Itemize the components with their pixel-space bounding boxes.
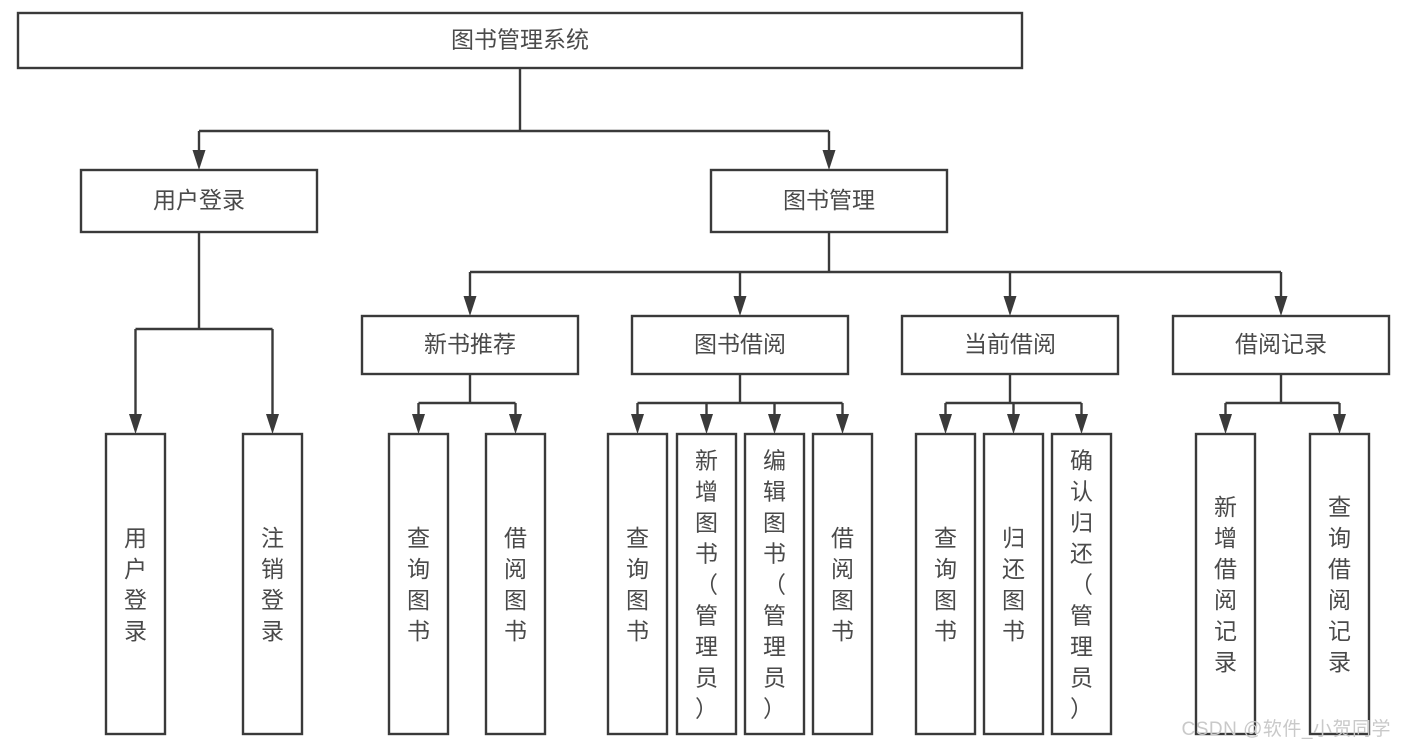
node-l3_1[interactable]: 新书推荐 xyxy=(360,314,580,376)
node-box xyxy=(104,432,167,736)
node-leaf_11[interactable]: 确认归还（管理员） xyxy=(1050,432,1113,736)
node-leaf_6[interactable]: 新增图书（管理员） xyxy=(675,432,738,736)
arrow-head-icon xyxy=(1274,296,1288,316)
node-box xyxy=(360,314,580,376)
arrow-head-icon xyxy=(1219,414,1232,434)
node-box xyxy=(484,432,547,736)
node-leaf_7[interactable]: 编辑图书（管理员） xyxy=(743,432,806,736)
edges-layer xyxy=(129,68,1346,434)
arrow-head-icon xyxy=(412,414,425,434)
node-l3_3[interactable]: 当前借阅 xyxy=(900,314,1120,376)
node-leaf_10[interactable]: 归还图书 xyxy=(982,432,1045,736)
node-label: 查询图书 xyxy=(407,525,430,644)
node-label: 查询图书 xyxy=(626,525,649,644)
arrow-head-icon xyxy=(463,296,477,316)
node-box xyxy=(16,11,1024,70)
node-box xyxy=(982,432,1045,736)
node-label: 图书借阅 xyxy=(694,331,786,357)
arrow-head-icon xyxy=(822,150,836,170)
node-label: 查询图书 xyxy=(934,525,957,644)
arrow-head-icon xyxy=(1007,414,1020,434)
node-leaf_2[interactable]: 注销登录 xyxy=(241,432,304,736)
node-box xyxy=(1050,432,1113,736)
node-box xyxy=(914,432,977,736)
node-label: 确认归还（管理员） xyxy=(1070,448,1093,722)
arrow-head-icon xyxy=(509,414,522,434)
node-l2_2[interactable]: 图书管理 xyxy=(709,168,949,234)
node-label: 用户登录 xyxy=(153,187,245,213)
arrow-head-icon xyxy=(129,414,142,434)
arrow-head-icon xyxy=(836,414,849,434)
node-label: 图书管理系统 xyxy=(451,27,589,53)
arrow-head-icon xyxy=(1333,414,1346,434)
node-label: 查询借阅记录 xyxy=(1328,494,1351,675)
arrow-head-icon xyxy=(192,150,206,170)
node-label: 当前借阅 xyxy=(964,331,1056,357)
node-box xyxy=(675,432,738,736)
node-box xyxy=(79,168,319,234)
arrow-head-icon xyxy=(631,414,644,434)
node-label: 新增借阅记录 xyxy=(1214,494,1237,675)
node-label: 编辑图书（管理员） xyxy=(763,448,786,722)
csdn-watermark: CSDN @软件_小贺同学 xyxy=(1181,719,1391,740)
node-box xyxy=(387,432,450,736)
node-label: 借阅记录 xyxy=(1235,331,1327,357)
node-label: 用户登录 xyxy=(124,525,147,644)
node-label: 注销登录 xyxy=(261,525,284,644)
node-label: 归还图书 xyxy=(1002,525,1025,644)
node-leaf_12[interactable]: 新增借阅记录 xyxy=(1194,432,1257,736)
node-l3_2[interactable]: 图书借阅 xyxy=(630,314,850,376)
node-label: 借阅图书 xyxy=(831,525,854,644)
arrow-head-icon xyxy=(1003,296,1017,316)
node-box xyxy=(709,168,949,234)
node-leaf_4[interactable]: 借阅图书 xyxy=(484,432,547,736)
node-l3_4[interactable]: 借阅记录 xyxy=(1171,314,1391,376)
node-l2_1[interactable]: 用户登录 xyxy=(79,168,319,234)
node-box xyxy=(1194,432,1257,736)
node-leaf_1[interactable]: 用户登录 xyxy=(104,432,167,736)
arrow-head-icon xyxy=(266,414,279,434)
node-root[interactable]: 图书管理系统 xyxy=(16,11,1024,70)
node-leaf_5[interactable]: 查询图书 xyxy=(606,432,669,736)
node-label: 新增图书（管理员） xyxy=(695,448,718,722)
node-box xyxy=(606,432,669,736)
node-box xyxy=(900,314,1120,376)
node-box xyxy=(811,432,874,736)
node-leaf_13[interactable]: 查询借阅记录 xyxy=(1308,432,1371,736)
arrow-head-icon xyxy=(939,414,952,434)
node-leaf_9[interactable]: 查询图书 xyxy=(914,432,977,736)
nodes-layer: 图书管理系统用户登录图书管理新书推荐图书借阅当前借阅借阅记录用户登录注销登录查询… xyxy=(16,11,1391,736)
arrow-head-icon xyxy=(733,296,747,316)
node-label: 借阅图书 xyxy=(504,525,527,644)
arrow-head-icon xyxy=(700,414,713,434)
node-box xyxy=(1171,314,1391,376)
node-box xyxy=(743,432,806,736)
arrow-head-icon xyxy=(1075,414,1088,434)
arrow-head-icon xyxy=(768,414,781,434)
node-label: 图书管理 xyxy=(783,187,875,213)
node-box xyxy=(241,432,304,736)
node-leaf_3[interactable]: 查询图书 xyxy=(387,432,450,736)
node-label: 新书推荐 xyxy=(424,331,516,357)
node-box xyxy=(630,314,850,376)
node-box xyxy=(1308,432,1371,736)
node-leaf_8[interactable]: 借阅图书 xyxy=(811,432,874,736)
